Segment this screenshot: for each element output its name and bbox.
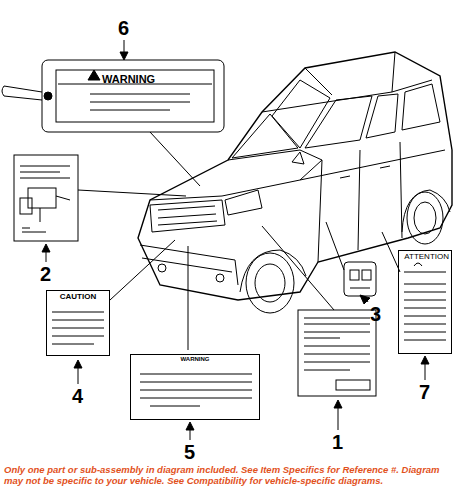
label-heading: WARNING: [102, 73, 210, 86]
attention-label: ATTENTION: [398, 250, 452, 354]
label-heading: WARNING: [133, 356, 257, 364]
callout-number: 4: [72, 386, 83, 406]
disclaimer-band: Only one part or sub-assembly in diagram…: [0, 462, 460, 500]
disclaimer-text: Only one part or sub-assembly in diagram…: [4, 464, 456, 486]
callout-number: 1: [332, 432, 343, 452]
warning-label: WARNING: [100, 72, 212, 87]
callout-number: 3: [370, 304, 381, 324]
label-heading: CAUTION: [49, 292, 107, 302]
warning-label: WARNING: [130, 354, 260, 420]
callout-number: 7: [419, 382, 430, 402]
callout-number: 6: [118, 18, 129, 38]
callout-number: 5: [184, 442, 195, 462]
callout-number: 2: [40, 264, 51, 284]
caution-label: CAUTION: [46, 290, 110, 356]
label-heading: ATTENTION: [401, 252, 449, 262]
